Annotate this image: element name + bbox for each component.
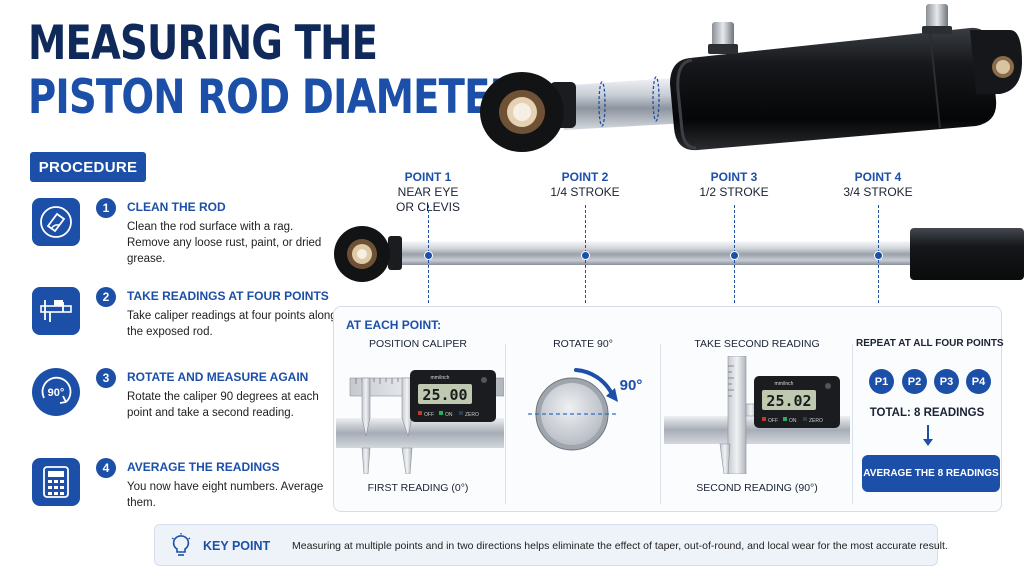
point-location: NEAR EYE OR CLEVIS	[395, 185, 461, 214]
point-name: POINT 3	[710, 170, 758, 184]
step-title: AVERAGE THE READINGS	[127, 460, 280, 474]
step-description: Take caliper readings at four points alo…	[127, 310, 337, 338]
repeat-title: REPEAT AT ALL FOUR POINTS	[856, 338, 1004, 349]
point-chip-p1: P1	[869, 369, 894, 394]
rotate-90-diagram: 90°	[528, 368, 643, 451]
procedure-badge: PROCEDURE	[30, 152, 146, 182]
caliper-on-label: ON	[445, 412, 453, 418]
second-reading-caption: SECOND READING (90°)	[696, 482, 818, 494]
key-point-label: KEY POINT	[203, 539, 271, 553]
step-title: ROTATE AND MEASURE AGAIN	[127, 370, 309, 384]
title-line-2: PISTON ROD DIAMETER	[28, 70, 519, 125]
caliper-icon	[32, 287, 80, 335]
caliper-unit-text: mm/inch	[431, 375, 450, 381]
step-title: TAKE READINGS AT FOUR POINTS	[127, 289, 329, 303]
point-location: 3/4 STROKE	[843, 185, 913, 199]
step-description: You now have eight numbers. Average them…	[127, 481, 324, 509]
caliper-zero-label: ZERO	[465, 412, 479, 418]
step-number: 2	[96, 287, 116, 307]
point-location: 1/2 STROKE	[699, 185, 769, 199]
each-point-title: AT EACH POINT:	[346, 318, 442, 332]
point-location: 1/4 STROKE	[550, 185, 620, 199]
caliper-off-label: OFF	[424, 412, 434, 418]
second-reading-title: TAKE SECOND READING	[694, 338, 820, 350]
arrow-down-icon	[923, 425, 933, 446]
caliper-off-label-2: OFF	[768, 418, 778, 424]
title-line-1: MEASURING THE	[28, 16, 378, 71]
point-2-label: POINT 2 1/4 STROKE	[535, 170, 635, 200]
panel-divider	[505, 344, 506, 504]
caliper-unit-text-2: mm/inch	[775, 381, 794, 387]
calculator-icon	[32, 458, 80, 506]
step-description: Clean the rod surface with a rag. Remove…	[127, 221, 322, 265]
rod-side-view	[334, 226, 1024, 282]
panel-divider	[660, 344, 661, 504]
step-number: 3	[96, 368, 116, 388]
rag-wipe-icon	[32, 198, 80, 246]
caliper-on-label-2: ON	[789, 418, 797, 424]
rotate-angle-label: 90°	[620, 377, 643, 394]
key-point-text: Measuring at multiple points and in two …	[292, 540, 948, 552]
point-chip-p4: P4	[966, 369, 991, 394]
first-reading-caption: FIRST READING (0°)	[367, 482, 469, 494]
panel-divider	[852, 344, 853, 504]
key-point-banner: KEY POINT Measuring at multiple points a…	[154, 524, 948, 566]
hydraulic-cylinder-image	[480, 4, 1022, 152]
point-name: POINT 4	[854, 170, 902, 184]
procedure-step-1: 1 CLEAN THE ROD Clean the rod surface wi…	[32, 198, 332, 265]
point-chip-p3: P3	[934, 369, 959, 394]
second-reading-value: 25.02	[766, 392, 811, 410]
lightbulb-icon	[171, 533, 191, 556]
point-3-dot	[730, 251, 739, 260]
svg-text:90°: 90°	[48, 387, 65, 399]
step-number: 1	[96, 198, 116, 218]
point-name: POINT 1	[404, 170, 452, 184]
point-1-dot	[424, 251, 433, 260]
point-name: POINT 2	[561, 170, 609, 184]
rotate-title: ROTATE 90°	[553, 338, 613, 350]
page-title: MEASURING THE PISTON ROD DIAMETER	[28, 20, 626, 121]
point-4-label: POINT 4 3/4 STROKE	[828, 170, 928, 200]
total-readings: TOTAL: 8 READINGS	[869, 407, 985, 419]
first-reading-value: 25.00	[422, 386, 467, 404]
step-number: 4	[96, 458, 116, 478]
caliper-zero-label-2: ZERO	[809, 418, 823, 424]
procedure-step-4: 4 AVERAGE THE READINGS You now have eigh…	[32, 458, 332, 518]
point-2-dot	[581, 251, 590, 260]
average-readings-button[interactable]: AVERAGE THE 8 READINGS	[862, 455, 1000, 492]
rotate-90-icon: 90°	[32, 368, 80, 416]
procedure-step-3: 90° 3 ROTATE AND MEASURE AGAIN Rotate th…	[32, 368, 332, 428]
caliper-first-reading-illustration: mm/inch 25.00 OFF ON ZERO	[336, 370, 504, 474]
caliper-second-reading-illustration: mm/inch 25.02 OFF ON ZERO	[664, 356, 850, 474]
step-description: Rotate the caliper 90 degrees at each po…	[127, 391, 319, 419]
point-4-dot	[874, 251, 883, 260]
procedure-step-2: 2 TAKE READINGS AT FOUR POINTS Take cali…	[32, 287, 337, 347]
point-1-label: POINT 1 NEAR EYE OR CLEVIS	[378, 170, 478, 215]
point-chip-p2: P2	[902, 369, 927, 394]
point-3-label: POINT 3 1/2 STROKE	[684, 170, 784, 200]
step-title: CLEAN THE ROD	[127, 200, 226, 214]
position-caliper-title: POSITION CALIPER	[368, 338, 468, 350]
